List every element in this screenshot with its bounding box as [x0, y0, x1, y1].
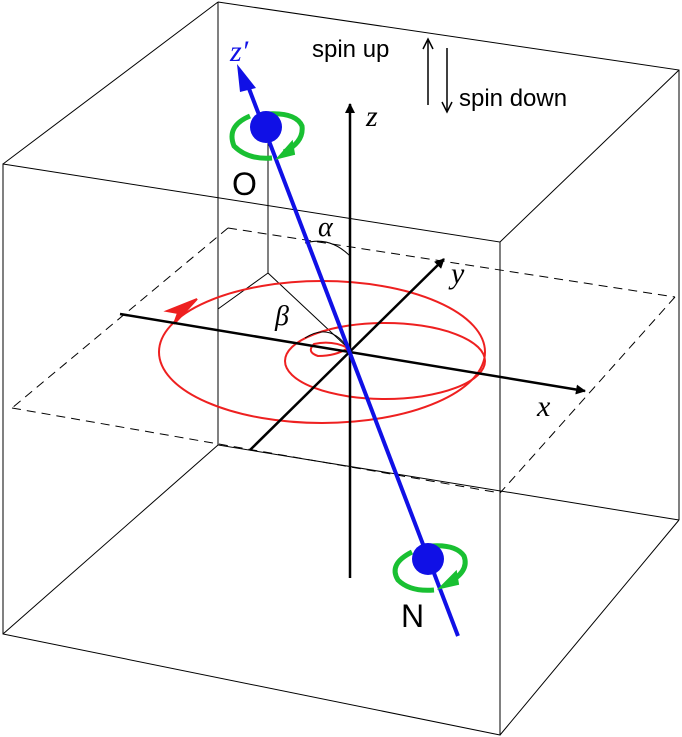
z-label: z [365, 100, 378, 133]
precession-path [158, 280, 486, 424]
spin-up-label: spin up [312, 36, 389, 63]
spin-legend-arrows [422, 37, 453, 114]
atom-o-label: O [232, 166, 257, 202]
x-label: x [536, 390, 551, 423]
y-axis [249, 258, 445, 451]
atom-n [412, 543, 444, 575]
dashed-xy-plane [11, 227, 676, 494]
coordinate-axes [119, 103, 586, 578]
beta-label: β [274, 301, 289, 332]
atom-n-label: N [401, 598, 424, 634]
x-axis [119, 312, 586, 395]
spin-rotation-o [229, 111, 305, 161]
y-label: y [448, 257, 465, 290]
spin-down-label: spin down [459, 85, 567, 112]
alpha-label: α [318, 212, 334, 243]
cube-back-edges [2, 1, 680, 635]
spin-rotation-n [392, 543, 468, 593]
atom-o [250, 111, 282, 143]
z-prime-label: z′ [229, 35, 249, 68]
